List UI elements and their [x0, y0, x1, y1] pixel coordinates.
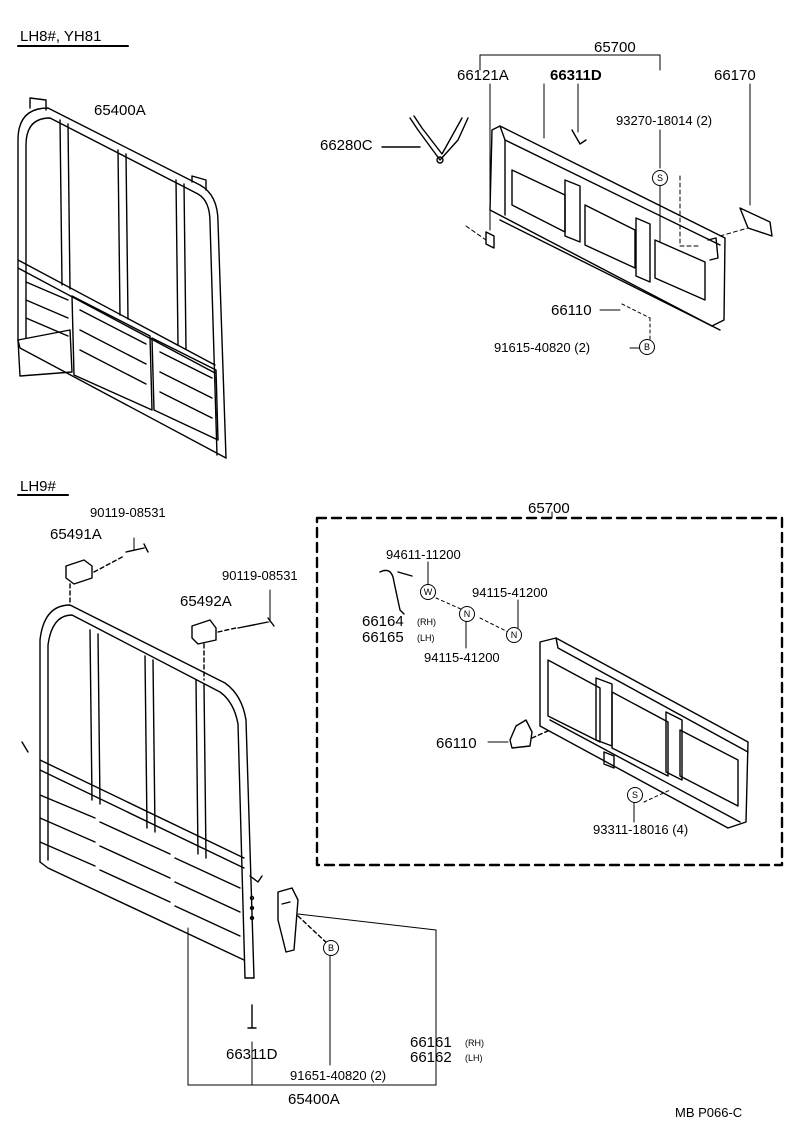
- bottom-brackets-drawing: [65, 543, 275, 681]
- bottom-assembly-label: 65700: [528, 500, 570, 517]
- bottom-leader-lines: [133, 537, 437, 1086]
- bottom-bolt-label: 91651-40820 (2): [290, 1068, 387, 1083]
- top-marker-s: S: [652, 170, 668, 186]
- top-stay-drawing: [381, 115, 469, 164]
- section-label-bottom: LH9#: [20, 478, 56, 495]
- bottom-marker-n1: N: [459, 606, 475, 622]
- top-frame-drawing: [17, 97, 227, 459]
- bottom-marker-s: S: [627, 787, 643, 803]
- bottom-frame-label: 65400A: [288, 1091, 340, 1108]
- bottom-lock-rh-suffix: (RH): [465, 1038, 484, 1048]
- bottom-bracket-left-bolt-label: 90119-08531: [90, 505, 166, 520]
- bottom-bracket-right-bolt-label: 90119-08531: [222, 568, 298, 583]
- top-screw-label: 93270-18014 (2): [616, 113, 713, 128]
- top-hinge-a-label: 66121A: [457, 67, 509, 84]
- top-assembly-label: 65700: [594, 39, 636, 56]
- bottom-lock-drawing: [247, 887, 331, 1029]
- bottom-lock-rh-label: 66161: [410, 1034, 452, 1051]
- top-leader-lines: [465, 54, 751, 349]
- top-hook-label: 66170: [714, 67, 756, 84]
- bottom-screw-label: 93311-18016 (4): [593, 822, 689, 837]
- bottom-chain-rh-label: 66164: [362, 613, 404, 630]
- bottom-hinge-label: 66311D: [226, 1046, 278, 1063]
- top-pin-label: 66110: [551, 302, 592, 319]
- section-label-top: LH8#, YH81: [20, 28, 102, 45]
- bottom-chain-rh-suffix: (RH): [417, 617, 436, 627]
- bottom-marker-n2: N: [506, 627, 522, 643]
- footer-code: MB P066-C: [675, 1105, 743, 1120]
- bottom-tailgate-drawing: [379, 569, 749, 829]
- bottom-chain-lh-label: 66165: [362, 629, 404, 646]
- top-frame-label: 65400A: [94, 102, 146, 119]
- bottom-bracket-right-label: 65492A: [180, 593, 232, 610]
- top-hinge-b-label: 66311D: [550, 67, 602, 84]
- top-tailgate-drawing: [485, 125, 773, 331]
- bottom-nut-upper-label: 94115-41200: [472, 585, 548, 600]
- top-stay-label: 66280C: [320, 137, 373, 154]
- bottom-lock-lh-label: 66162: [410, 1049, 452, 1066]
- bottom-pin-label: 66110: [436, 735, 477, 752]
- bottom-frame-drawing: [21, 604, 263, 979]
- top-bolt-label: 91615-40820 (2): [494, 340, 591, 355]
- bottom-nut-lower-label: 94115-41200: [424, 650, 500, 665]
- bottom-washer-label: 94611-11200: [386, 547, 461, 562]
- bottom-chain-lh-suffix: (LH): [417, 633, 435, 643]
- bottom-marker-b: B: [323, 940, 339, 956]
- bottom-lock-lh-suffix: (LH): [465, 1053, 483, 1063]
- bottom-box-leader-lines: [427, 561, 671, 823]
- bottom-bracket-left-label: 65491A: [50, 526, 102, 543]
- top-marker-b: B: [639, 339, 655, 355]
- bottom-tailgate-box: [315, 516, 784, 867]
- bottom-marker-w: W: [420, 584, 436, 600]
